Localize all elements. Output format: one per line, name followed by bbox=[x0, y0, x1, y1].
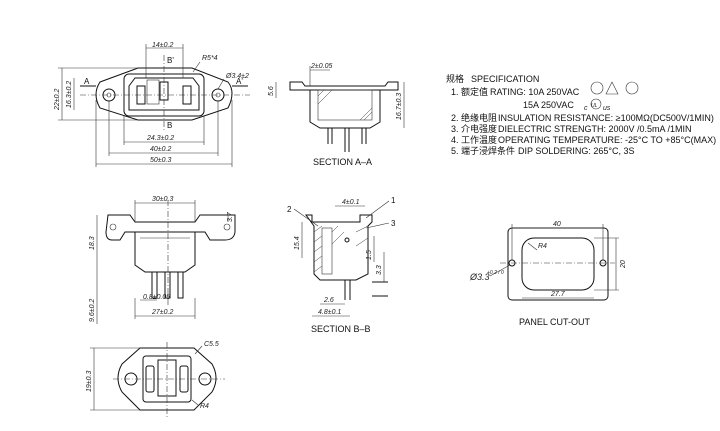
callout-2: 2 bbox=[287, 205, 292, 214]
dim-bb-b1: 2.6 bbox=[323, 297, 334, 304]
dim-top-width: 14±0.2 bbox=[152, 42, 173, 49]
marker-a-left: A bbox=[84, 77, 90, 86]
bottom-flange bbox=[117, 347, 217, 411]
bottom-marking bbox=[157, 359, 177, 397]
svg-text:介电强度: 介电强度 bbox=[461, 123, 497, 134]
spec-rating-10a: RATING: 10A 250VAC bbox=[490, 87, 580, 97]
section-bb-dot bbox=[344, 237, 350, 243]
dim-radius: R5*4 bbox=[202, 55, 218, 62]
cert-ccc-icon bbox=[590, 81, 604, 95]
spec-heading: SPECIFICATION bbox=[471, 74, 539, 84]
dim-side-pin: 0.8±0.05 bbox=[143, 294, 170, 301]
svg-text:5.: 5. bbox=[451, 146, 459, 156]
svg-text:绝缘电阻: 绝缘电阻 bbox=[461, 112, 497, 123]
dim-cutout-height: 20 bbox=[620, 260, 627, 269]
spec-temperature: OPERATING TEMPERATURE: -25°C TO +85°C(MA… bbox=[498, 135, 716, 145]
callout-1: 1 bbox=[391, 196, 396, 205]
dim-hole: Ø3.4±2 bbox=[225, 73, 249, 80]
dim-cutout-radius: R4 bbox=[538, 243, 547, 250]
dim-bb-left: 15.4 bbox=[294, 236, 301, 250]
callout-3: 3 bbox=[391, 219, 396, 228]
cert-ce-icon bbox=[625, 81, 639, 95]
side-pin-1 bbox=[151, 271, 158, 299]
side-flange bbox=[105, 214, 236, 241]
panel-cutout-title: PANEL CUT-OUT bbox=[519, 317, 591, 327]
dim-height-total: 22±0.2 bbox=[54, 89, 61, 111]
marker-b-top: B' bbox=[167, 56, 174, 65]
cert-ul-icon bbox=[590, 98, 602, 110]
svg-text:3.: 3. bbox=[451, 124, 459, 134]
marking-block bbox=[146, 79, 160, 105]
bottom-view: 19±0.3 C5.5 R4 bbox=[86, 341, 225, 418]
dim-bottom-r: R4 bbox=[200, 403, 209, 410]
section-aa-body bbox=[309, 89, 381, 129]
svg-text:4.: 4. bbox=[451, 135, 459, 145]
spec-dip-soldering: DIP SOLDERING: 265°C, 3S bbox=[518, 146, 634, 156]
dim-cutout-width: 40 bbox=[553, 221, 561, 228]
cert-logos-row2: c UL us bbox=[584, 98, 611, 112]
section-aa: 2±0.05 5.6 16.7±0.3 SECTION A–A bbox=[268, 63, 405, 167]
spec-insulation: INSULATION RESISTANCE: ≥100MΩ(DC500V/1MI… bbox=[498, 113, 714, 123]
dim-side-left: 18.3 bbox=[89, 236, 96, 250]
dim-width-3: 50±0.3 bbox=[150, 157, 171, 164]
dim-bottom-c: C5.5 bbox=[204, 341, 219, 348]
dim-height-inner: 16.3±0.2 bbox=[66, 81, 73, 108]
marker-a-right: A' bbox=[236, 77, 243, 86]
panel-cutout: 40 20 R4 27.7 Ø3.3 +0.2 / 0 PANEL CUT-OU… bbox=[469, 221, 627, 327]
cert-us-label: us bbox=[603, 105, 611, 112]
dim-bb-r2: 3.3 bbox=[376, 265, 383, 275]
spec-dielectric: DIELECTRIC STRENGTH: 2000V /0.5mA /1MIN bbox=[498, 124, 692, 134]
dim-aa-left: 5.6 bbox=[268, 86, 275, 96]
section-bb-title: SECTION B–B bbox=[311, 324, 371, 334]
dim-side-bottom-left: 9.6±0.2 bbox=[89, 299, 96, 322]
inlet-cavity bbox=[128, 77, 200, 111]
dim-cutout-inner: 27.7 bbox=[550, 291, 566, 298]
front-flange bbox=[95, 67, 233, 121]
dim-side-top: 30±0.3 bbox=[152, 196, 173, 203]
cert-c-label: c bbox=[584, 105, 588, 112]
dim-cutout-hole: Ø3.3 bbox=[469, 272, 490, 282]
cert-logos-row1 bbox=[590, 81, 639, 95]
cutout-panel-border bbox=[507, 227, 609, 301]
svg-text:2.: 2. bbox=[451, 113, 459, 123]
section-aa-title: SECTION A–A bbox=[313, 157, 372, 167]
dim-bb-top: 4±0.1 bbox=[342, 199, 360, 206]
side-view: 30±0.3 3.7 18.3 0.8±0.05 27±0.2 9.6±0.2 bbox=[89, 196, 236, 324]
front-view: 14±0.2 R5*4 Ø3.4±2 22±0.2 16.3±0.2 A A' … bbox=[54, 42, 250, 167]
side-body bbox=[134, 231, 196, 273]
dim-side-right: 3.7 bbox=[227, 211, 234, 222]
marker-b-bottom: B bbox=[167, 121, 172, 130]
side-pin-3 bbox=[177, 271, 184, 299]
svg-text:工作温度: 工作温度 bbox=[461, 134, 497, 145]
dim-bb-r1: 1.5 bbox=[366, 250, 373, 260]
cert-ul-label: UL bbox=[591, 103, 598, 109]
section-bb-outline bbox=[305, 214, 373, 281]
svg-text:额定值: 额定值 bbox=[461, 86, 488, 97]
side-pin-2 bbox=[164, 271, 171, 299]
spec-rating-15a: 15A 250VAC bbox=[523, 100, 574, 110]
cutout-opening bbox=[521, 237, 595, 291]
spec-heading-cn: 规格 bbox=[446, 73, 464, 84]
dim-width-1: 24.3±0.2 bbox=[146, 135, 174, 142]
section-bb: 2 1 3 4±0.1 15.4 1.5 3.3 2.6 4.8±0.1 SEC… bbox=[287, 196, 396, 334]
dim-aa-right: 16.7±0.3 bbox=[396, 93, 403, 120]
specification-block: 规格 SPECIFICATION 1. 额定值 RATING: 10A 250V… bbox=[446, 73, 716, 156]
section-aa-flange bbox=[289, 81, 399, 91]
dim-width-2: 40±0.2 bbox=[150, 146, 171, 153]
dim-aa-top: 2±0.05 bbox=[310, 63, 332, 70]
svg-text:端子浸焊条件: 端子浸焊条件 bbox=[461, 145, 515, 156]
cert-triangle-icon bbox=[605, 81, 619, 95]
dim-bottom-left: 19±0.3 bbox=[86, 371, 93, 392]
dim-bb-b2: 4.8±0.1 bbox=[318, 309, 341, 316]
dim-side-bottom: 27±0.2 bbox=[151, 309, 173, 316]
svg-text:1.: 1. bbox=[451, 87, 459, 97]
